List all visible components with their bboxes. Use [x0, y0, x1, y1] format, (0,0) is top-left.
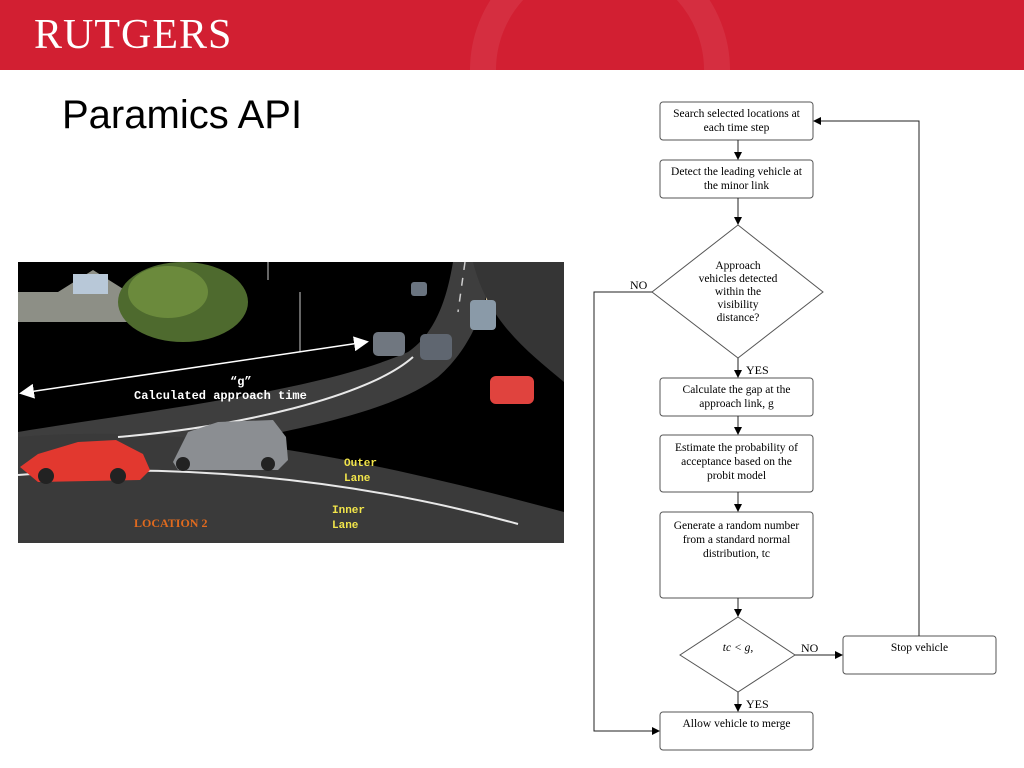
inner-lane-label-1: Inner [332, 505, 365, 517]
gap-condition-text: tc < g, [722, 642, 754, 654]
red-car-right [490, 376, 534, 404]
no-label-gap: NO [801, 641, 819, 655]
outer-lane-label-2: Lane [344, 473, 371, 485]
header-seal-watermark [470, 0, 730, 70]
approach-distance-arrow [19, 336, 369, 399]
g-annotation: “g” [230, 375, 252, 389]
estimate-probability-box [659, 434, 814, 493]
calculate-gap-line: approach link, g [699, 398, 774, 410]
visibility-question-line: within the [714, 286, 762, 298]
stop-vehicle-text: Stop vehicle [890, 642, 949, 654]
arrow-stop-loop-back [813, 117, 920, 636]
visibility-question-line: visibility [717, 299, 759, 311]
approach-lane-line [117, 356, 414, 438]
no-label-visibility: NO [630, 278, 648, 292]
detect-text: Detect the leading vehicle at the minor … [660, 165, 813, 193]
generate-line: distribution, tc [702, 548, 771, 560]
estimate-line: Estimate the probability of [675, 442, 798, 454]
yes-label-gap: YES [746, 697, 769, 711]
van [470, 300, 496, 330]
outer-lane-label-1: Outer [344, 458, 377, 470]
visibility-question-line: Approach [715, 260, 761, 272]
approach-road [18, 262, 493, 477]
search-text-line: each time step [703, 122, 770, 134]
visibility-question-line: distance? [716, 312, 760, 324]
detect-text-line: Detect the leading vehicle at [671, 166, 802, 178]
flowchart-shapes [593, 101, 997, 751]
slide-title: Paramics API [62, 93, 303, 137]
generate-text: Generate a random number from a standard… [660, 519, 813, 561]
silver-car-wheel-rear [261, 457, 275, 471]
simulation-screenshot: “g” Calculated approach time Outer Lane … [18, 262, 564, 543]
calculate-gap-line: Calculate the gap at the [682, 384, 791, 396]
yes-label-visibility: YES [746, 363, 769, 377]
house-solar-panels [73, 274, 108, 294]
red-car-wheel-front [38, 468, 54, 484]
tree-highlight [128, 266, 208, 318]
merge-text: Allow vehicle to merge [682, 718, 791, 730]
detect-box [659, 159, 814, 199]
calculate-gap-text: Calculate the gap at the approach link, … [660, 383, 813, 411]
silver-car-wheel-front [176, 457, 190, 471]
generate-line: Generate a random number [673, 520, 800, 532]
estimate-line: acceptance based on the [681, 456, 792, 468]
estimate-line: probit model [706, 470, 767, 482]
inner-lane-label-2: Lane [332, 520, 359, 532]
random-number-box [659, 511, 814, 599]
red-car-wheel-rear [110, 468, 126, 484]
search-text-line: Search selected locations at [673, 108, 800, 120]
estimate-text: Estimate the probability of acceptance b… [660, 441, 813, 483]
header-bar: RUTGERS [0, 0, 1024, 70]
flowchart: Search selected locations at each time s… [590, 95, 1024, 760]
calculate-gap-box [659, 377, 814, 417]
search-text: Search selected locations at each time s… [660, 107, 813, 135]
visibility-question: Approach vehicles detected within the vi… [688, 260, 788, 325]
arrow-no-to-merge [593, 291, 660, 735]
main-road [18, 433, 564, 543]
gray-car-2 [420, 334, 452, 360]
visibility-question-line: vehicles detected [698, 273, 778, 285]
gray-car-1 [373, 332, 405, 356]
approach-time-annotation: Calculated approach time [134, 389, 307, 403]
rutgers-logo: RUTGERS [34, 12, 233, 58]
far-road [458, 262, 564, 382]
location-label: LOCATION 2 [134, 516, 207, 530]
distant-car [411, 282, 427, 296]
detect-text-line: the minor link [703, 180, 770, 192]
silver-car [173, 420, 288, 470]
merge-box [659, 711, 814, 751]
generate-line: from a standard normal [682, 534, 791, 546]
